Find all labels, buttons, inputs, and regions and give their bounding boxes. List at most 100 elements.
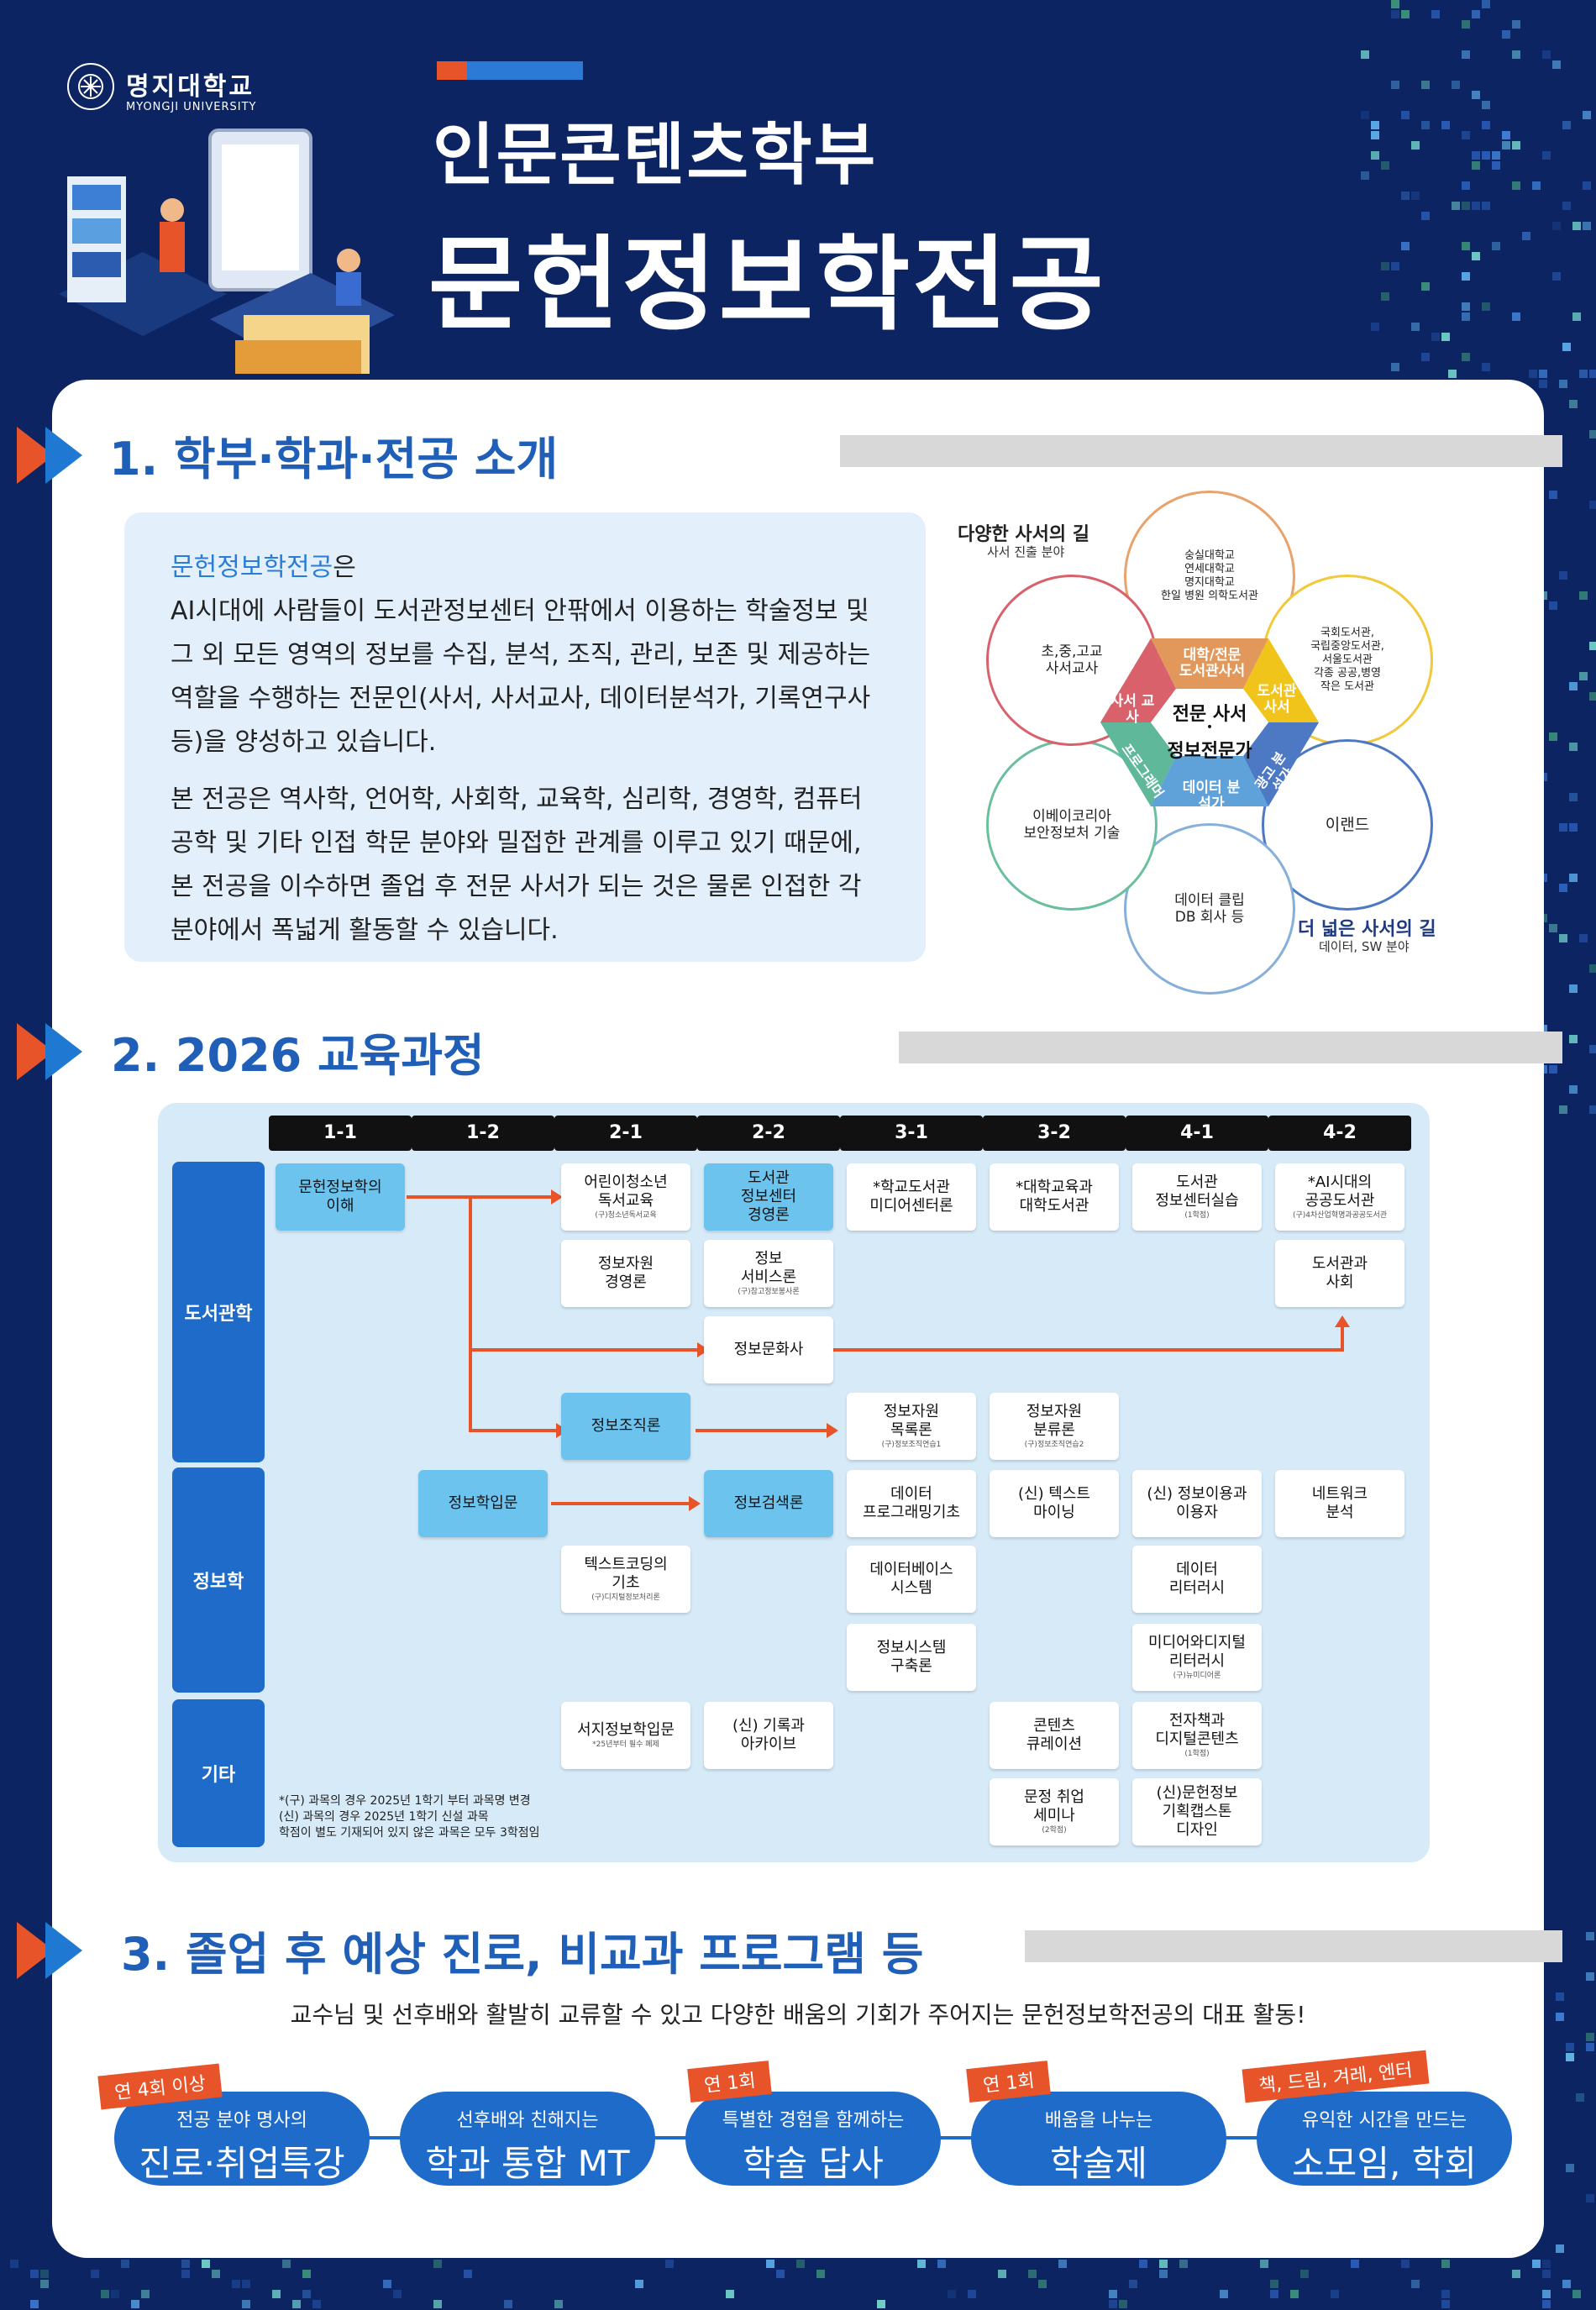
pixel-decoration bbox=[242, 2280, 250, 2288]
pixel-decoration bbox=[1452, 81, 1460, 89]
connector-line bbox=[407, 1195, 554, 1199]
pixel-decoration bbox=[1179, 2260, 1188, 2268]
pixel-decoration bbox=[635, 2280, 643, 2288]
course-card: 정보자원 분류론(구)정보조직연습2 bbox=[990, 1393, 1119, 1460]
diagram-left-label-title: 다양한 사서의 길 bbox=[958, 524, 1089, 545]
section-1-header: 1. 학부·학과·전공 소개 bbox=[17, 418, 1562, 486]
pixel-decoration bbox=[1559, 380, 1567, 388]
school-title: 인문콘텐츠학부 bbox=[433, 116, 878, 194]
career-diagram: 다양한 사서의 길 사서 진출 분야 더 넓은 사서의 길 데이터, SW 분야… bbox=[958, 487, 1436, 995]
course-card: 미디어와디지털 리터러시(구)뉴미디어론 bbox=[1132, 1624, 1262, 1691]
pixel-decoration bbox=[1371, 323, 1379, 331]
arrow-head bbox=[1335, 1315, 1350, 1327]
pixel-decoration bbox=[1381, 292, 1389, 301]
pixel-decoration bbox=[1401, 2260, 1410, 2268]
pixel-decoration bbox=[1448, 370, 1457, 378]
course-card: (신) 정보이용과 이용자 bbox=[1132, 1470, 1262, 1537]
pixel-decoration bbox=[1542, 151, 1551, 160]
pixel-decoration bbox=[1512, 20, 1520, 29]
connector-line bbox=[469, 1348, 702, 1352]
pixel-decoration bbox=[1401, 111, 1410, 119]
pixel-decoration bbox=[1512, 2270, 1520, 2278]
pixel-decoration bbox=[1559, 1105, 1567, 1114]
title-accent-bar-orange bbox=[437, 61, 467, 80]
pixel-decoration bbox=[1569, 874, 1578, 882]
pixel-decoration bbox=[1462, 202, 1470, 210]
pixel-decoration bbox=[1586, 2194, 1594, 2202]
pixel-decoration bbox=[1129, 2280, 1137, 2288]
pixel-decoration bbox=[1542, 50, 1551, 59]
pixel-decoration bbox=[1512, 50, 1520, 59]
pixel-decoration bbox=[1589, 1045, 1596, 1053]
major-title: 문헌정보학전공 bbox=[428, 225, 1106, 344]
pixel-decoration bbox=[1556, 2244, 1564, 2253]
pixel-decoration bbox=[1331, 2290, 1339, 2298]
pixel-decoration bbox=[766, 2260, 774, 2268]
pixel-decoration bbox=[1562, 121, 1571, 129]
pixel-decoration bbox=[1589, 501, 1596, 509]
pixel-decoration bbox=[1421, 81, 1430, 89]
pixel-decoration bbox=[1452, 202, 1460, 210]
course-card: 정보자원 경영론 bbox=[561, 1240, 690, 1307]
pixel-decoration bbox=[1589, 964, 1596, 973]
pixel-decoration bbox=[1586, 2043, 1594, 2051]
pixel-decoration bbox=[1502, 141, 1510, 150]
pixel-decoration bbox=[1532, 2260, 1541, 2268]
pixel-decoration bbox=[1159, 2270, 1168, 2278]
library-illustration bbox=[42, 126, 395, 395]
connector-line bbox=[1341, 1324, 1344, 1352]
course-card: 도서관 정보센터 경영론 bbox=[704, 1163, 833, 1231]
arrow-head bbox=[551, 1189, 563, 1205]
pixel-decoration bbox=[1391, 262, 1399, 270]
pixel-decoration bbox=[1462, 272, 1470, 281]
pixel-decoration bbox=[1579, 591, 1588, 600]
pixel-decoration bbox=[726, 2290, 734, 2298]
segment-university-librarian: 대학/전문 도서관사서 bbox=[1179, 647, 1246, 680]
arrow-head bbox=[827, 1423, 838, 1438]
course-card: 콘텐츠 큐레이션 bbox=[990, 1702, 1119, 1769]
pixel-decoration bbox=[1472, 161, 1480, 170]
pixel-decoration bbox=[181, 2270, 190, 2278]
pixel-decoration bbox=[1482, 202, 1490, 210]
pixel-decoration bbox=[393, 2290, 402, 2298]
intro-lead: 문헌정보학전공 bbox=[171, 553, 333, 582]
course-card: (신)문헌정보 기획캡스톤 디자인 bbox=[1132, 1778, 1262, 1845]
connector-line bbox=[551, 1502, 694, 1505]
section-divider bbox=[1025, 1930, 1562, 1962]
pixel-decoration bbox=[1589, 692, 1596, 701]
pixel-decoration bbox=[504, 2300, 512, 2308]
pixel-decoration bbox=[1421, 353, 1430, 361]
pixel-decoration bbox=[1472, 202, 1480, 210]
pixel-decoration bbox=[1421, 121, 1430, 129]
pixel-decoration bbox=[1381, 262, 1389, 270]
pixel-decoration bbox=[1549, 1065, 1557, 1074]
pixel-decoration bbox=[1462, 312, 1470, 321]
curriculum-footnote: *(구) 과목의 경우 2025년 1학기 부터 과목명 변경 (신) 과목의 … bbox=[279, 1794, 540, 1840]
pixel-decoration bbox=[1586, 2033, 1594, 2041]
pixel-decoration bbox=[1441, 2300, 1450, 2308]
pixel-decoration bbox=[1462, 50, 1470, 59]
pixel-decoration bbox=[1589, 370, 1596, 378]
course-card: 데이터베이스 시스템 bbox=[847, 1546, 976, 1613]
pixel-decoration bbox=[1552, 272, 1561, 281]
pixel-decoration bbox=[1556, 2013, 1564, 2021]
pixel-decoration bbox=[433, 2260, 442, 2268]
pixel-decoration bbox=[1421, 212, 1430, 220]
pixel-decoration bbox=[1566, 2164, 1574, 2172]
pixel-decoration bbox=[816, 2270, 825, 2278]
pixel-decoration bbox=[1583, 222, 1591, 230]
course-card: 어린이청소년 독서교육(구)청소년독서교육 bbox=[561, 1163, 690, 1231]
pixel-decoration bbox=[1583, 181, 1591, 190]
pixel-decoration bbox=[202, 2260, 210, 2268]
pixel-decoration bbox=[1589, 430, 1596, 438]
university-logo-icon bbox=[67, 63, 114, 110]
course-card: 정보 서비스론(구)참고정보봉사론 bbox=[704, 1240, 833, 1307]
pixel-decoration bbox=[1569, 793, 1578, 801]
section-3-header: 3. 졸업 후 예상 진로, 비교과 프로그램 등 bbox=[17, 1914, 1562, 1981]
pixel-decoration bbox=[1462, 181, 1470, 190]
pixel-decoration bbox=[1361, 171, 1369, 180]
title-accent-bar-blue bbox=[467, 61, 583, 80]
pixel-decoration bbox=[40, 2270, 49, 2278]
